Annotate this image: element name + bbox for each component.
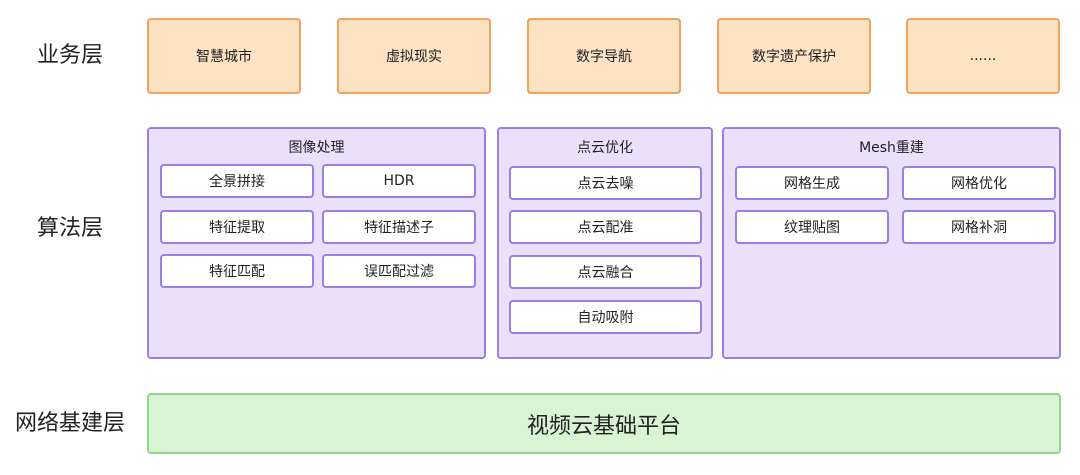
- algo-mesh-generation: 网格生成: [735, 166, 889, 200]
- group-title-image-processing: 图像处理: [288, 140, 345, 156]
- algo-feature-extraction: 特征提取: [160, 210, 314, 244]
- group-point-cloud: 点云优化 点云去噪 点云配准 点云融合 自动吸附: [497, 127, 713, 359]
- group-image-processing: 图像处理 全景拼接 HDR 特征提取 特征描述子 特征匹配 误匹配过滤: [147, 127, 486, 359]
- algo-feature-descriptor: 特征描述子: [322, 210, 476, 244]
- business-item-smart-city: 智慧城市: [147, 18, 301, 94]
- algo-texture-mapping: 纹理贴图: [735, 210, 889, 244]
- algo-mesh-hole-filling: 网格补洞: [902, 210, 1056, 244]
- algo-point-cloud-denoise: 点云去噪: [509, 166, 702, 200]
- layer-label-network: 网络基建层: [14, 411, 125, 436]
- business-item-digital-heritage: 数字遗产保护: [717, 18, 871, 94]
- layer-label-business: 业务层: [36, 43, 103, 68]
- algo-mesh-optimization: 网格优化: [902, 166, 1056, 200]
- algo-hdr: HDR: [322, 164, 476, 198]
- layer-label-algorithm: 算法层: [36, 216, 103, 241]
- algo-auto-snap: 自动吸附: [509, 300, 702, 334]
- algo-feature-matching: 特征匹配: [160, 254, 314, 288]
- algo-point-cloud-fusion: 点云融合: [509, 255, 702, 289]
- algo-mismatch-filtering: 误匹配过滤: [322, 254, 476, 288]
- business-item-digital-navigation: 数字导航: [527, 18, 681, 94]
- business-item-more: ......: [906, 18, 1060, 94]
- group-title-point-cloud: 点云优化: [577, 140, 633, 156]
- algo-point-cloud-registration: 点云配准: [509, 210, 702, 244]
- group-title-mesh-reconstruction: Mesh重建: [859, 140, 924, 156]
- algo-panorama-stitching: 全景拼接: [160, 164, 314, 198]
- business-item-virtual-reality: 虚拟现实: [337, 18, 491, 94]
- platform-video-cloud: 视频云基础平台: [147, 393, 1061, 454]
- group-mesh-reconstruction: Mesh重建 网格生成 网格优化 纹理贴图 网格补洞: [722, 127, 1061, 359]
